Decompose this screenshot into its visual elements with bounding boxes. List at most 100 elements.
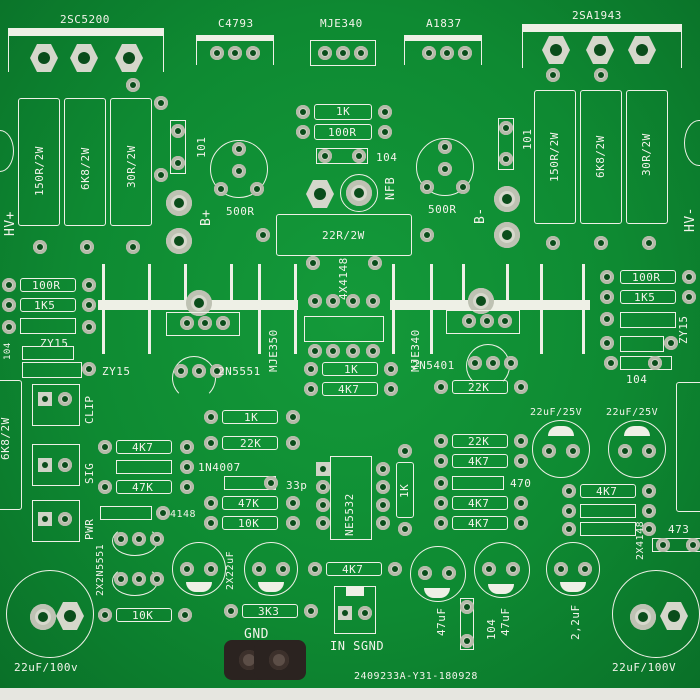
heatsink-mount-left: [186, 290, 212, 316]
pad: [214, 182, 228, 196]
pad: [440, 46, 454, 60]
label-4k7-left: 4K7: [132, 441, 154, 454]
pad: [180, 480, 194, 494]
resistor-1k-top: [314, 104, 372, 120]
transistor-tab-2sa1943: [522, 24, 682, 32]
pad: [316, 516, 330, 530]
label-cap-22u25-b: 22uF/25V: [606, 407, 659, 418]
resistor-22k-a: [452, 380, 508, 394]
pad: [276, 562, 290, 576]
pad: [656, 538, 670, 552]
diode-2x4148-b: [580, 522, 636, 536]
label-30r-left: 30R/2W: [125, 145, 138, 188]
pad: [132, 572, 146, 586]
pad: [480, 314, 494, 328]
resistor-6k8-2w-left: [0, 380, 22, 510]
pad: [366, 344, 380, 358]
resistor-4k7-d: [452, 496, 508, 510]
pad: [304, 382, 318, 396]
pad: [578, 562, 592, 576]
pad: [256, 228, 270, 242]
zener-zy15-left: [20, 318, 76, 334]
label-4148-left: 4148: [170, 509, 197, 520]
pad: [434, 476, 448, 490]
pad: [600, 336, 614, 350]
heatsink-fin: [184, 264, 187, 304]
resistor-100r-top: [314, 124, 372, 140]
pad: [346, 294, 360, 308]
label-cap-33p: 33p: [286, 479, 308, 492]
pad: [600, 270, 614, 284]
pad: [192, 364, 206, 378]
pad: [434, 454, 448, 468]
driver-mje350-outline: [166, 312, 240, 336]
pad: [246, 46, 260, 60]
pad: [460, 634, 474, 648]
label-104-right: 104: [626, 373, 648, 386]
pad: [418, 566, 432, 580]
cap-22u25-a: [532, 420, 590, 478]
pad: [376, 498, 390, 512]
label-2sa1943: 2SA1943: [572, 9, 622, 22]
resistor-22k-b: [452, 434, 508, 448]
transistor-tab-2sc5200: [8, 28, 164, 36]
pad: [154, 96, 168, 110]
pad: [150, 532, 164, 546]
cap-47uf-a: [410, 546, 466, 602]
label-in-sgnd: IN SGND: [330, 639, 385, 653]
pad: [600, 312, 614, 326]
label-47k-lower: 47K: [238, 497, 260, 510]
pad: [316, 498, 330, 512]
pad: [434, 380, 448, 394]
trimmer-right-outline: [416, 138, 474, 196]
pad: [154, 168, 168, 182]
heatsink-fin: [462, 264, 465, 304]
label-2n5551: 2N5551: [218, 365, 261, 378]
label-trim-right: 500R: [428, 203, 457, 216]
pad: [210, 364, 224, 378]
pad: [286, 516, 300, 530]
pad: [171, 124, 185, 138]
pad: [594, 236, 608, 250]
pad: [628, 36, 656, 64]
label-10k-lower: 10K: [238, 517, 260, 530]
label-1k5-right: 1K5: [634, 291, 656, 304]
label-22k-a: 22K: [468, 381, 490, 394]
resistor-22k-lower: [222, 436, 278, 450]
diode-1n4007: [116, 460, 172, 474]
label-100r-right: 100R: [632, 271, 661, 284]
label-2x22uf: 2X22uF: [225, 550, 236, 590]
label-hv-neg: HV-: [683, 207, 698, 232]
pad: [562, 504, 576, 518]
label-2x4148: 2X4148: [635, 520, 646, 560]
pad: [82, 362, 96, 376]
pad: [98, 608, 112, 622]
pad: [126, 78, 140, 92]
heatsink-fin: [506, 264, 509, 304]
pad: [358, 606, 372, 620]
pad: [618, 444, 632, 458]
pad: [434, 496, 448, 510]
label-10k-bottom: 10K: [132, 609, 154, 622]
label-ne5532: NE5532: [343, 493, 356, 536]
label-c4793: C4793: [218, 17, 254, 30]
cap-104-right-outline: [620, 356, 672, 370]
pad: [318, 46, 332, 60]
cap-22u100-left: [6, 570, 94, 658]
label-4k7-e: 4K7: [468, 517, 490, 530]
pad: [180, 316, 194, 330]
label-4k7-d: 4K7: [468, 497, 490, 510]
driver-mje340-outline: [446, 310, 520, 334]
heatsink-fin: [540, 264, 543, 354]
pad: [462, 314, 476, 328]
pad: [38, 392, 52, 406]
pad: [384, 362, 398, 376]
pad: [316, 462, 330, 476]
cap-473-outline: [652, 538, 700, 552]
pad: [210, 46, 224, 60]
label-1k-lower: 1K: [244, 411, 259, 424]
heatsink-fin: [582, 264, 585, 354]
label-1k-top: 1K: [336, 105, 351, 118]
b-pos-pad-b: [166, 228, 192, 254]
resistor-1k-mid: [322, 362, 378, 376]
